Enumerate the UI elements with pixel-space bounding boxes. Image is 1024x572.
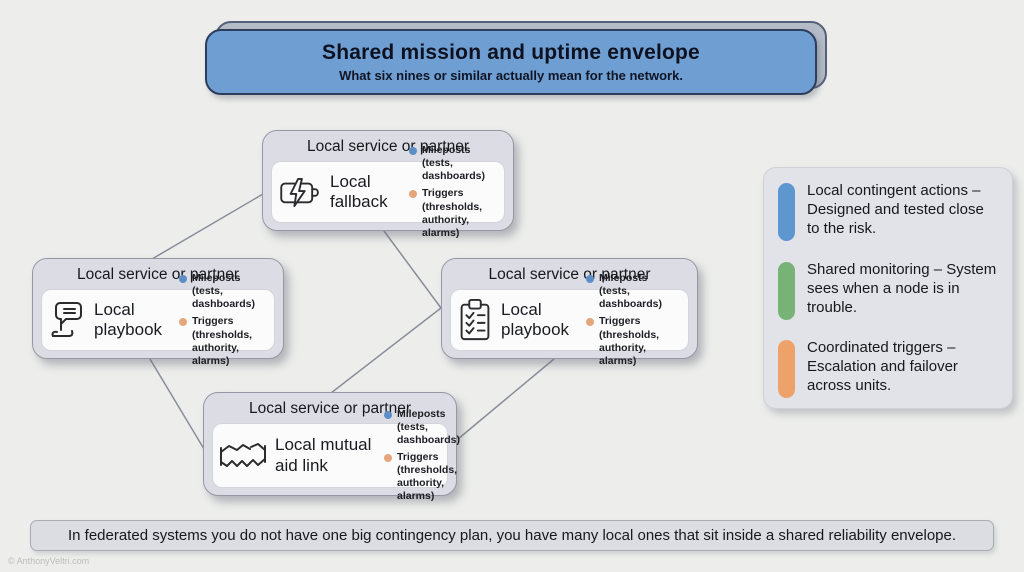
node-bullets: Mileposts (tests, dashboards) Triggers (… — [409, 144, 497, 240]
footer-text: In federated systems you do not have one… — [67, 527, 957, 544]
legend-item-local-contingent-actions: Local contingent actions – Designed and … — [778, 181, 1000, 241]
node-label: Local fallback — [330, 171, 388, 211]
page-subtitle: What six nines or similar actually mean … — [339, 67, 683, 83]
legend-item-coordinated-triggers: Coordinated triggers – Escalation and fa… — [778, 338, 1000, 398]
orange-dot-icon — [586, 318, 594, 327]
bullet-triggers: Triggers (thresholds, authority, alarms) — [179, 315, 267, 368]
legend-panel: Local contingent actions – Designed and … — [763, 167, 1013, 409]
connector-top-to-right — [383, 230, 442, 309]
node-inner-panel: Local playbook Mileposts (tests, dashboa… — [41, 272, 275, 367]
blue-pill-icon — [778, 183, 795, 241]
watermark: © AnthonyVeltri.com — [8, 556, 90, 566]
orange-dot-icon — [384, 453, 392, 462]
blue-dot-icon — [384, 410, 392, 419]
battery-charging-icon — [279, 177, 321, 207]
node-card-local-playbook-right: Local service or partner Local playbook … — [441, 258, 698, 367]
footer-banner: In federated systems you do not have one… — [30, 520, 994, 551]
blue-dot-icon — [586, 275, 594, 284]
node-header: Local service or partner — [307, 138, 469, 155]
bullet-triggers: Triggers (thresholds, authority, alarms) — [586, 315, 681, 368]
connector-right-to-bottom-left — [330, 307, 442, 394]
node-header: Local service or partner — [249, 400, 411, 417]
legend-item-shared-monitoring: Shared monitoring – System sees when a n… — [778, 260, 1000, 320]
connector-right-to-bottom — [457, 358, 555, 440]
blue-dot-icon — [409, 147, 417, 156]
node-inner-panel: Local fallback Mileposts (tests, dashboa… — [271, 144, 505, 239]
connector-top-to-left — [151, 193, 264, 260]
node-label: Local playbook — [501, 299, 570, 339]
bullet-mileposts: Mileposts (tests, dashboards) — [586, 272, 681, 311]
bullet-triggers: Triggers (thresholds, authority, alarms) — [409, 187, 497, 240]
page-title: Shared mission and uptime envelope — [322, 41, 700, 65]
connector-left-to-bottom — [149, 358, 205, 450]
bullet-mileposts: Mileposts (tests, dashboards) — [384, 408, 460, 447]
node-label: Local mutual aid link — [275, 435, 372, 475]
bullet-triggers: Triggers (thresholds, authority, alarms) — [384, 451, 460, 504]
node-inner-panel: Local playbook Mileposts (tests, dashboa… — [450, 272, 689, 367]
orange-dot-icon — [409, 190, 417, 199]
node-header: Local service or partner — [488, 266, 651, 283]
node-card-local-fallback: Local service or partner Local fallback … — [262, 130, 514, 239]
node-header: Local service or partner — [77, 266, 239, 283]
orange-dot-icon — [179, 318, 187, 327]
scroll-speech-icon — [49, 301, 85, 339]
title-banner: Shared mission and uptime envelope What … — [205, 21, 827, 96]
node-bullets: Mileposts (tests, dashboards) Triggers (… — [179, 272, 267, 368]
green-pill-icon — [778, 261, 795, 320]
node-label: Local playbook — [94, 299, 163, 339]
node-inner-panel: Local mutual aid link Mileposts (tests, … — [212, 408, 460, 502]
node-bullets: Mileposts (tests, dashboards) Triggers (… — [586, 272, 681, 368]
node-bullets: Mileposts (tests, dashboards) Triggers (… — [384, 408, 460, 504]
node-card-local-playbook-left: Local service or partner Local playbook … — [32, 258, 284, 367]
bullet-mileposts: Mileposts (tests, dashboards) — [179, 272, 267, 311]
orange-pill-icon — [778, 340, 795, 398]
clipboard-checklist-icon — [458, 298, 492, 342]
blue-dot-icon — [179, 275, 187, 284]
handshake-icon — [220, 439, 266, 473]
bullet-mileposts: Mileposts (tests, dashboards) — [409, 144, 497, 183]
node-card-local-mutual-aid-link: Local service or partner Local mutual ai… — [203, 392, 460, 502]
title-banner-front: Shared mission and uptime envelope What … — [205, 29, 817, 95]
